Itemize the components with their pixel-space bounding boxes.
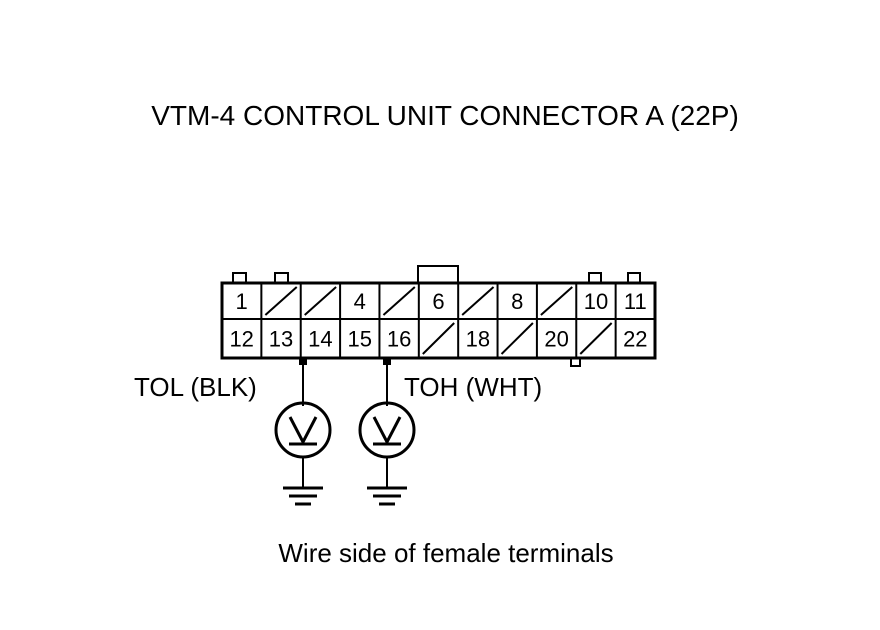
terminal-16: 16 (387, 327, 411, 352)
terminal-14: 14 (308, 327, 332, 352)
terminal-6: 6 (432, 289, 444, 314)
connector-latch-icon (588, 272, 602, 283)
connector-latch-icon (274, 272, 289, 283)
ground-right-icon (367, 486, 407, 506)
terminal-1: 1 (236, 289, 248, 314)
empty-cavity-slash (579, 322, 613, 355)
terminal-10: 10 (584, 289, 608, 314)
empty-cavity-slash (540, 286, 573, 316)
terminal-18: 18 (466, 327, 490, 352)
connector-key-icon (570, 358, 581, 367)
ground-left-icon (283, 486, 323, 506)
terminal-4: 4 (354, 289, 366, 314)
terminal-13: 13 (269, 327, 293, 352)
terminal-11: 11 (624, 289, 647, 314)
empty-cavity-slash (382, 286, 416, 316)
toh-label: TOH (WHT) (404, 372, 542, 402)
terminal-15: 15 (348, 327, 372, 352)
diagram-title: VTM-4 CONTROL UNIT CONNECTOR A (22P) (151, 100, 739, 131)
terminal-20: 20 (544, 327, 568, 352)
terminal-22: 22 (623, 327, 647, 352)
voltmeter-left-icon (274, 401, 332, 488)
toh-probe-tip (383, 358, 391, 365)
connector-frame (220, 281, 657, 360)
empty-cavity-slash (304, 286, 337, 316)
tol-probe-tip (299, 358, 307, 365)
voltmeter-right-icon (358, 401, 416, 488)
diagram-caption: Wire side of female terminals (278, 538, 613, 568)
terminal-12: 12 (229, 327, 253, 352)
connector-latch-icon (627, 272, 641, 283)
connector-lock-tab (417, 265, 459, 284)
empty-cavity-slash (264, 286, 298, 316)
terminal-8: 8 (511, 289, 523, 314)
connector-latch-icon (232, 272, 247, 283)
empty-cavity-slash (461, 286, 495, 316)
empty-cavity-slash (500, 322, 534, 355)
tol-label: TOL (BLK) (134, 372, 257, 402)
empty-cavity-slash (422, 322, 455, 355)
